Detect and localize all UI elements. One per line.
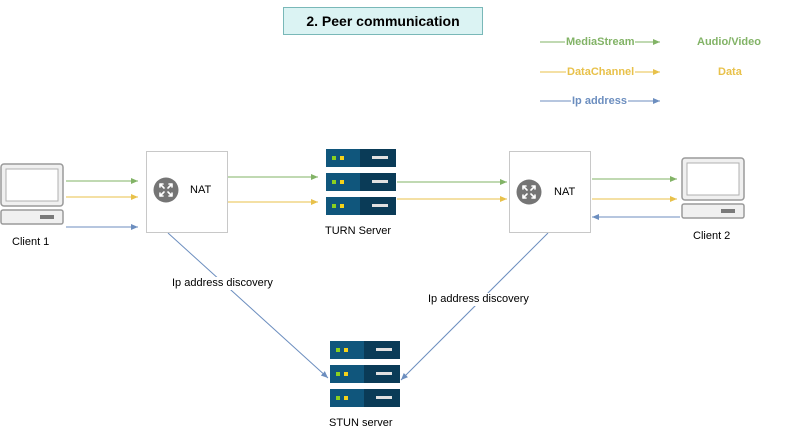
legend-datachannel-label: DataChannel [566, 66, 636, 78]
legend-mediastream-label: MediaStream [565, 36, 636, 48]
edge-nat2-stun-ip [400, 232, 549, 381]
legend-mediastream-meaning: Audio/Video [697, 36, 761, 48]
discovery-label-left: Ip address discovery [171, 277, 274, 290]
nat2-label: NAT [554, 186, 576, 198]
server-rack-icon [326, 149, 396, 215]
router-icon [516, 179, 542, 205]
legend-ipaddress-label: Ip address [571, 95, 629, 107]
server-rack-icon [330, 341, 400, 407]
nat1-box: NAT [146, 151, 228, 233]
discovery-label-right: Ip address discovery [427, 293, 530, 306]
nat1-label: NAT [190, 184, 212, 196]
laptop-icon [0, 163, 64, 225]
laptop-icon [681, 157, 745, 219]
router-icon [153, 177, 179, 203]
stun-server-label: STUN server [329, 417, 393, 429]
nat2-box: NAT [509, 151, 591, 233]
diagram-title: 2. Peer communication [283, 7, 483, 35]
legend-datachannel-meaning: Data [718, 66, 742, 78]
client2-label: Client 2 [693, 230, 731, 242]
turn-server-label: TURN Server [325, 225, 392, 237]
client1-label: Client 1 [12, 236, 50, 248]
edge-nat1-stun-ip [167, 232, 329, 379]
